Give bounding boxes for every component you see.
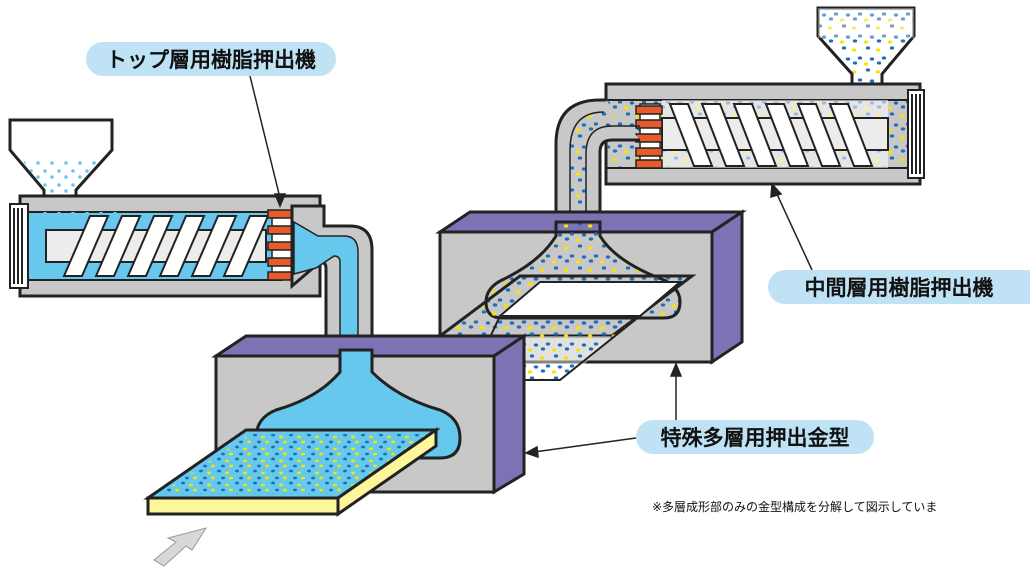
top-breaker-plate [267, 209, 295, 281]
top-extruder [8, 118, 374, 351]
top-screw [45, 215, 270, 277]
output-arrow-icon [153, 527, 208, 567]
middle-screw [661, 103, 889, 167]
output-sheet [143, 427, 441, 517]
middle-breaker-plate [635, 103, 663, 169]
label-top-extruder: トップ層用樹脂押出機 [86, 42, 336, 76]
label-die: 特殊多層用押出金型 [636, 420, 874, 454]
disclaimer-note: ※多層成形部のみの金型構成を分解して図示していま [652, 500, 938, 514]
middle-extruder [554, 6, 925, 224]
leader-lines [249, 75, 813, 459]
label-middle-extruder: 中間層用樹脂押出機 [768, 270, 1030, 304]
